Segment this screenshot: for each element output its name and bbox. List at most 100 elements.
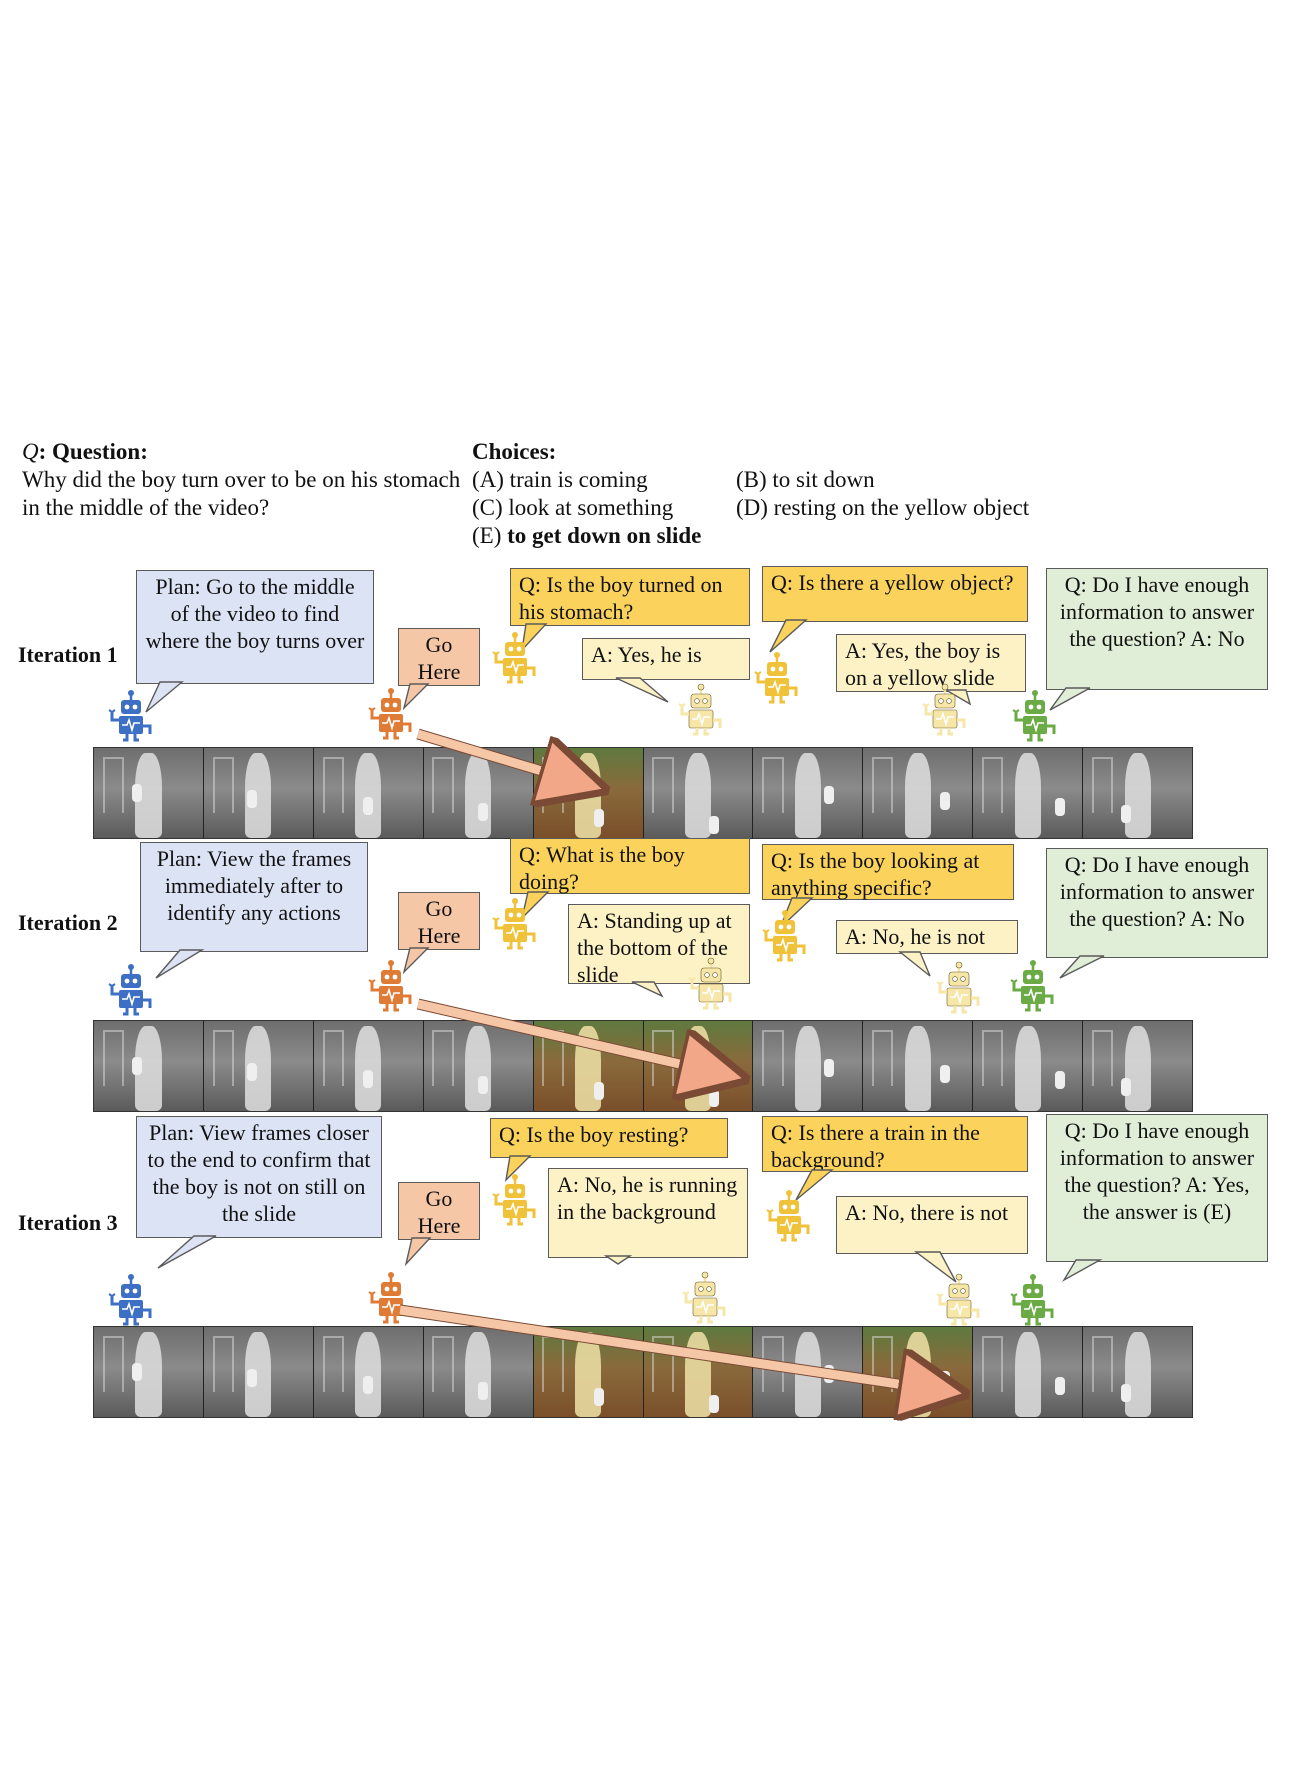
iteration-3-plan-tail: [157, 1235, 217, 1269]
video-frame: [94, 1021, 204, 1111]
iteration-3-navigation-arrow: [399, 1305, 952, 1392]
choice-c: (C) look at something: [472, 495, 674, 520]
iteration-1-navigation-arrow: [416, 729, 592, 786]
iteration-2-a2-bubble: A: No, he is not: [836, 920, 1018, 954]
iteration-1-go-tail: [402, 683, 430, 711]
video-frame: [643, 748, 754, 838]
questioner-robot-icon: [491, 1172, 536, 1226]
choices-block: Choices: (A) train is coming (B) to sit …: [472, 438, 1132, 558]
choice-e: (E) to get down on slide: [472, 522, 701, 550]
planner-robot-icon: [107, 962, 152, 1016]
iteration-2-sufficiency-bubble: Q: Do I have enough information to answe…: [1046, 848, 1268, 958]
iteration-2-go-bubble: Go Here: [398, 892, 480, 950]
questioner-robot-icon: [765, 1188, 810, 1242]
video-frame: [313, 1327, 424, 1417]
video-frame: [863, 748, 974, 838]
video-frame: [753, 748, 864, 838]
iteration-3-sufficiency-tail: [1062, 1259, 1103, 1282]
video-frame: [423, 748, 534, 838]
video-frame: [203, 1021, 314, 1111]
answerer-robot-icon: [935, 1272, 980, 1326]
video-frame: [423, 1021, 534, 1111]
video-frame: [423, 1327, 534, 1417]
answerer-robot-icon: [681, 1270, 726, 1324]
iteration-3-q2-tail: [795, 1169, 834, 1201]
choice-a: (A) train is coming: [472, 467, 648, 492]
iteration-1-a2-bubble: A: Yes, the boy is on a yellow slide: [836, 634, 1026, 692]
question-symbol: Q: [22, 439, 39, 464]
video-frame: [94, 748, 204, 838]
iteration-1-sufficiency-tail: [1049, 687, 1091, 711]
video-frame: [203, 1327, 314, 1417]
video-frame: [753, 1021, 864, 1111]
video-frame: [863, 1021, 974, 1111]
iteration-1-a1-tail: [615, 677, 669, 703]
iteration-1-q2-bubble: Q: Is there a yellow object?: [762, 566, 1028, 622]
video-frame: [313, 1021, 424, 1111]
iteration-2-go-tail: [402, 947, 430, 975]
navigator-robot-icon: [367, 686, 412, 740]
iteration-3-sufficiency-bubble: Q: Do I have enough information to answe…: [1046, 1114, 1268, 1262]
iteration-1-plan-bubble: Plan: Go to the middle of the video to f…: [136, 570, 374, 684]
answerer-robot-icon: [677, 682, 722, 736]
video-frame: [1083, 1327, 1192, 1417]
video-frame: [1083, 1021, 1192, 1111]
iteration-1-q1-tail: [520, 623, 548, 653]
choice-d: (D) resting on the yellow object: [736, 495, 1030, 520]
iteration-3-q2-bubble: Q: Is there a train in the background?: [762, 1116, 1028, 1172]
iteration-3-a1-bubble: A: No, he is running in the background: [548, 1168, 748, 1258]
judge-robot-icon: [1011, 688, 1056, 742]
choice-b: (B) to sit down: [736, 467, 875, 492]
video-frame: [533, 1327, 644, 1417]
iteration-2-plan-tail: [155, 949, 205, 979]
video-frame: [313, 748, 424, 838]
iteration-3-a2-bubble: A: No, there is not: [836, 1196, 1028, 1254]
navigator-robot-icon: [367, 958, 412, 1012]
question-block: Q: Question: Why did the boy turn over t…: [22, 438, 462, 522]
iteration-1-frame-strip: [93, 747, 1193, 839]
iteration-3-a2-tail: [913, 1251, 957, 1283]
answerer-robot-icon: [935, 960, 980, 1014]
iteration-2-sufficiency-tail: [1059, 955, 1105, 979]
planner-robot-icon: [107, 1272, 152, 1326]
iteration-3-a1-tail: [603, 1255, 633, 1265]
iteration-2-a2-tail: [898, 951, 931, 977]
iteration-2-plan-bubble: Plan: View the frames immediately after …: [140, 842, 368, 952]
iteration-1-label: Iteration 1: [18, 642, 118, 667]
iteration-3-plan-bubble: Plan: View frames closer to the end to c…: [136, 1116, 382, 1238]
choices-label: Choices:: [472, 439, 557, 464]
iteration-2-navigation-arrow: [416, 999, 732, 1076]
iteration-2-a1-tail: [631, 981, 664, 998]
video-frame: [203, 748, 314, 838]
iteration-2-label: Iteration 2: [18, 910, 118, 935]
iteration-2-q1-bubble: Q: What is the boy doing?: [510, 838, 750, 894]
video-frame: [94, 1327, 204, 1417]
iteration-1-a1-bubble: A: Yes, he is: [582, 638, 750, 680]
iteration-3-label: Iteration 3: [18, 1210, 118, 1235]
video-frame: [973, 1021, 1084, 1111]
video-frame: [973, 1327, 1084, 1417]
iteration-3-q1-tail: [504, 1155, 532, 1183]
judge-robot-icon: [1009, 958, 1054, 1012]
iteration-3-go-bubble: Go Here: [398, 1182, 480, 1240]
choice-e-text: to get down on slide: [507, 523, 702, 548]
iteration-1-q1-bubble: Q: Is the boy turned on his stomach?: [510, 568, 750, 626]
planner-robot-icon: [107, 688, 152, 742]
question-label: : Question:: [38, 439, 148, 464]
iteration-2-q2-bubble: Q: Is the boy looking at anything specif…: [762, 844, 1014, 900]
iteration-1-a2-tail: [943, 689, 972, 706]
question-text: Why did the boy turn over to be on his s…: [22, 467, 461, 520]
iteration-1-sufficiency-bubble: Q: Do I have enough information to answe…: [1046, 568, 1268, 690]
answerer-robot-icon: [687, 956, 732, 1010]
questioner-robot-icon: [753, 650, 798, 704]
iteration-1-q2-tail: [769, 619, 808, 653]
iteration-2-q1-tail: [520, 891, 550, 921]
video-frame: [1083, 748, 1192, 838]
iteration-3-q1-bubble: Q: Is the boy resting?: [490, 1118, 728, 1158]
iteration-3-go-tail: [404, 1237, 432, 1267]
iteration-1-go-bubble: Go Here: [398, 628, 480, 686]
iteration-1-plan-tail: [145, 681, 184, 713]
video-frame: [973, 748, 1084, 838]
video-frame: [643, 1327, 754, 1417]
